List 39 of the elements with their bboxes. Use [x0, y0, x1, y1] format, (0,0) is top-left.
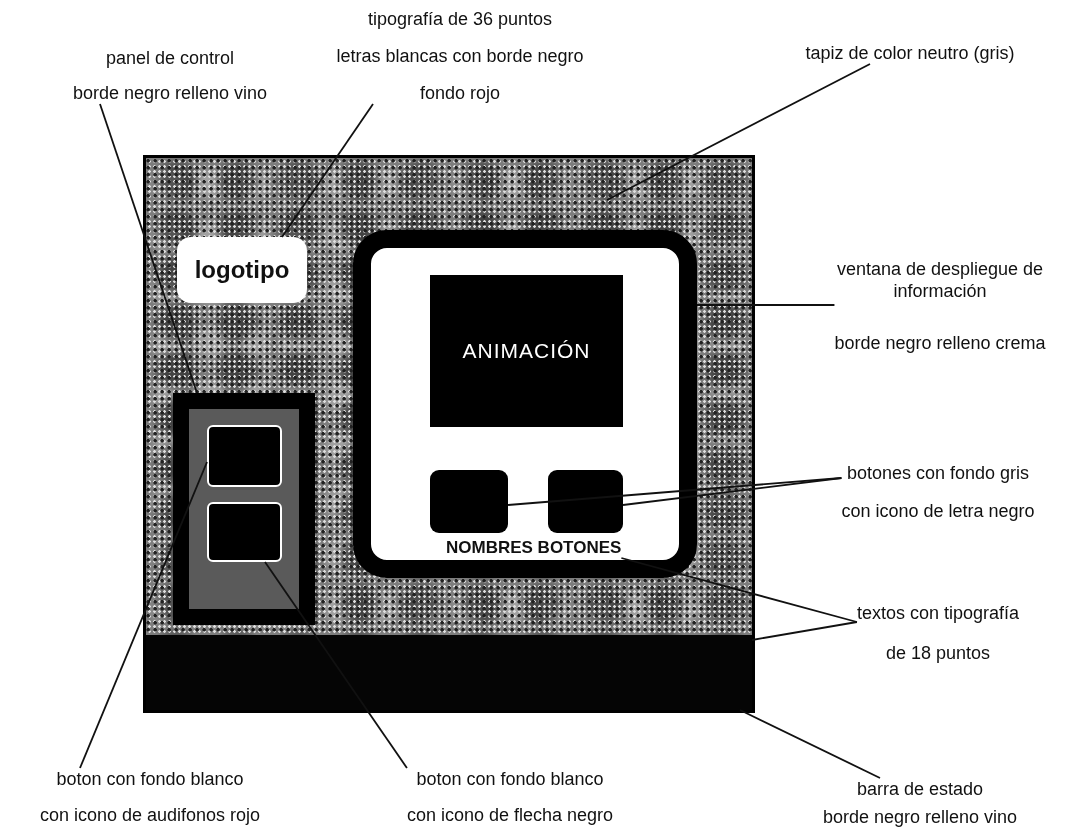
- leader-line: [751, 621, 858, 641]
- panel-button: [207, 502, 282, 562]
- annotation-text: con icono de letra negro: [841, 500, 1035, 522]
- annotation-text: borde negro relleno vino: [72, 82, 268, 104]
- leader-line: [739, 709, 881, 779]
- annotation-text: botones con fondo gris: [846, 462, 1030, 484]
- annotation-text: boton con fondo blanco: [56, 768, 244, 790]
- leader-line: [622, 477, 843, 506]
- annotation-text: textos con tipografía: [856, 602, 1020, 624]
- annotation-text: borde negro relleno crema: [834, 332, 1046, 354]
- annotation-text: fondo rojo: [419, 82, 500, 104]
- annotation-text: boton con fondo blanco: [416, 768, 604, 790]
- leader-line: [264, 561, 408, 769]
- control-panel: [173, 393, 315, 625]
- leader-line: [281, 103, 374, 238]
- annotation-text: borde negro relleno vino: [822, 806, 1018, 828]
- annotation-text: ventana de despliegue de información: [835, 258, 1045, 302]
- status-bar: [146, 635, 752, 710]
- annotation-text: tapiz de color neutro (gris): [805, 42, 1015, 64]
- display-window: [353, 230, 697, 578]
- leader-line: [79, 461, 208, 769]
- leader-line: [696, 304, 836, 306]
- annotation-text: con icono de flecha negro: [406, 804, 614, 826]
- screen-mockup: [143, 155, 755, 713]
- annotation-text: de 18 puntos: [885, 642, 991, 664]
- annotation-text: barra de estado: [856, 778, 984, 800]
- animation-area: ANIMACIÓN: [430, 275, 623, 427]
- panel-button: [207, 425, 282, 487]
- leader-line: [606, 63, 871, 201]
- leader-line: [99, 103, 198, 394]
- annotation-text: tipografía de 36 puntos: [367, 8, 553, 30]
- annotation-text: panel de control: [105, 47, 235, 69]
- window-button: [430, 470, 508, 533]
- leader-line: [620, 557, 858, 623]
- annotation-text: letras blancas con borde negro: [336, 45, 584, 67]
- button-names-text: NOMBRES BOTONES: [446, 538, 622, 558]
- window-button: [548, 470, 623, 533]
- placeholder-box: logotipo: [177, 237, 307, 303]
- annotation-text: con icono de audifonos rojo: [39, 804, 261, 826]
